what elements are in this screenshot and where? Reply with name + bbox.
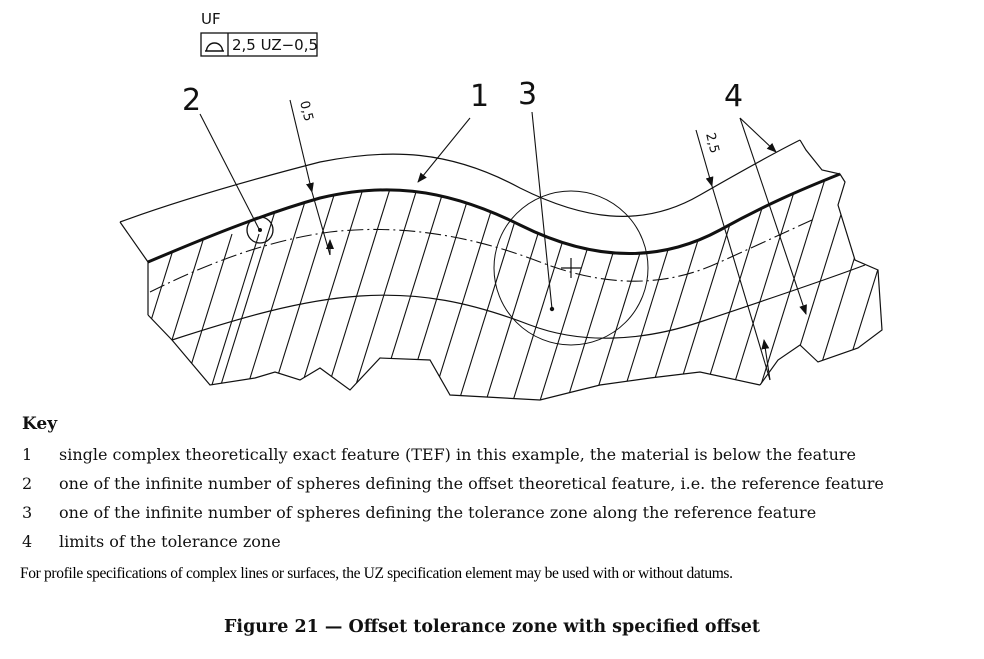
key-item: 1 single complex theoretically exact feat… [22, 440, 982, 469]
leader-3 [531, 111, 553, 310]
callout-3: 3 [518, 77, 537, 112]
offset-dimension-label: 0,5 [296, 99, 316, 123]
right-break-edge [759, 139, 883, 386]
frame-tolerance-value: 2,5 UZ−0,5 [232, 36, 318, 54]
reference-feature-centerline [149, 219, 813, 293]
left-break-edge [119, 221, 149, 315]
key-item-number: 1 [22, 445, 33, 464]
sphere-center-mark [561, 258, 581, 278]
key-item-number: 4 [22, 532, 33, 551]
offset-dimension-line [289, 99, 314, 193]
zone-dimension-line [695, 129, 714, 187]
upper-tolerance-limit [119, 139, 801, 223]
key-item: 2 one of the infinite number of spheres d… [22, 469, 982, 498]
figure-caption: Figure 21 — Offset tolerance zone with s… [224, 617, 760, 637]
key-section: Key 1 single complex theoretically exact … [22, 414, 982, 556]
key-item-text: limits of the tolerance zone [59, 532, 281, 551]
key-item-text: one of the infinite number of spheres de… [59, 474, 884, 493]
offset-sphere [246, 216, 274, 244]
key-item: 3 one of the infinite number of spheres d… [22, 498, 982, 527]
key-item-number: 3 [22, 503, 33, 522]
key-title: Key [22, 414, 58, 434]
key-item-text: one of the infinite number of spheres de… [59, 503, 817, 522]
lower-tolerance-limit [171, 264, 866, 341]
key-item: 4 limits of the tolerance zone [22, 527, 982, 556]
frame-modifier-uf: UF [201, 10, 221, 28]
callout-4: 4 [724, 79, 743, 114]
leader-2 [199, 113, 260, 230]
leader-4b [739, 117, 807, 315]
leader-4a [739, 117, 777, 153]
callout-2: 2 [182, 83, 201, 118]
zone-dimension-label: 2,5 [702, 131, 722, 155]
material-hatching [148, 175, 882, 400]
key-item-number: 2 [22, 474, 33, 493]
profile-of-surface-icon [205, 42, 224, 52]
feature-control-frame: UF 2,5 UZ−0,5 [200, 10, 318, 57]
tolerance-sphere [493, 190, 649, 346]
leader-1 [417, 117, 471, 183]
bottom-break-edge [147, 314, 761, 401]
callout-1: 1 [470, 79, 489, 114]
key-note: For profile specifications of complex li… [20, 565, 733, 582]
key-item-text: single complex theoretically exact featu… [59, 445, 856, 464]
theoretically-exact-feature [147, 172, 841, 264]
